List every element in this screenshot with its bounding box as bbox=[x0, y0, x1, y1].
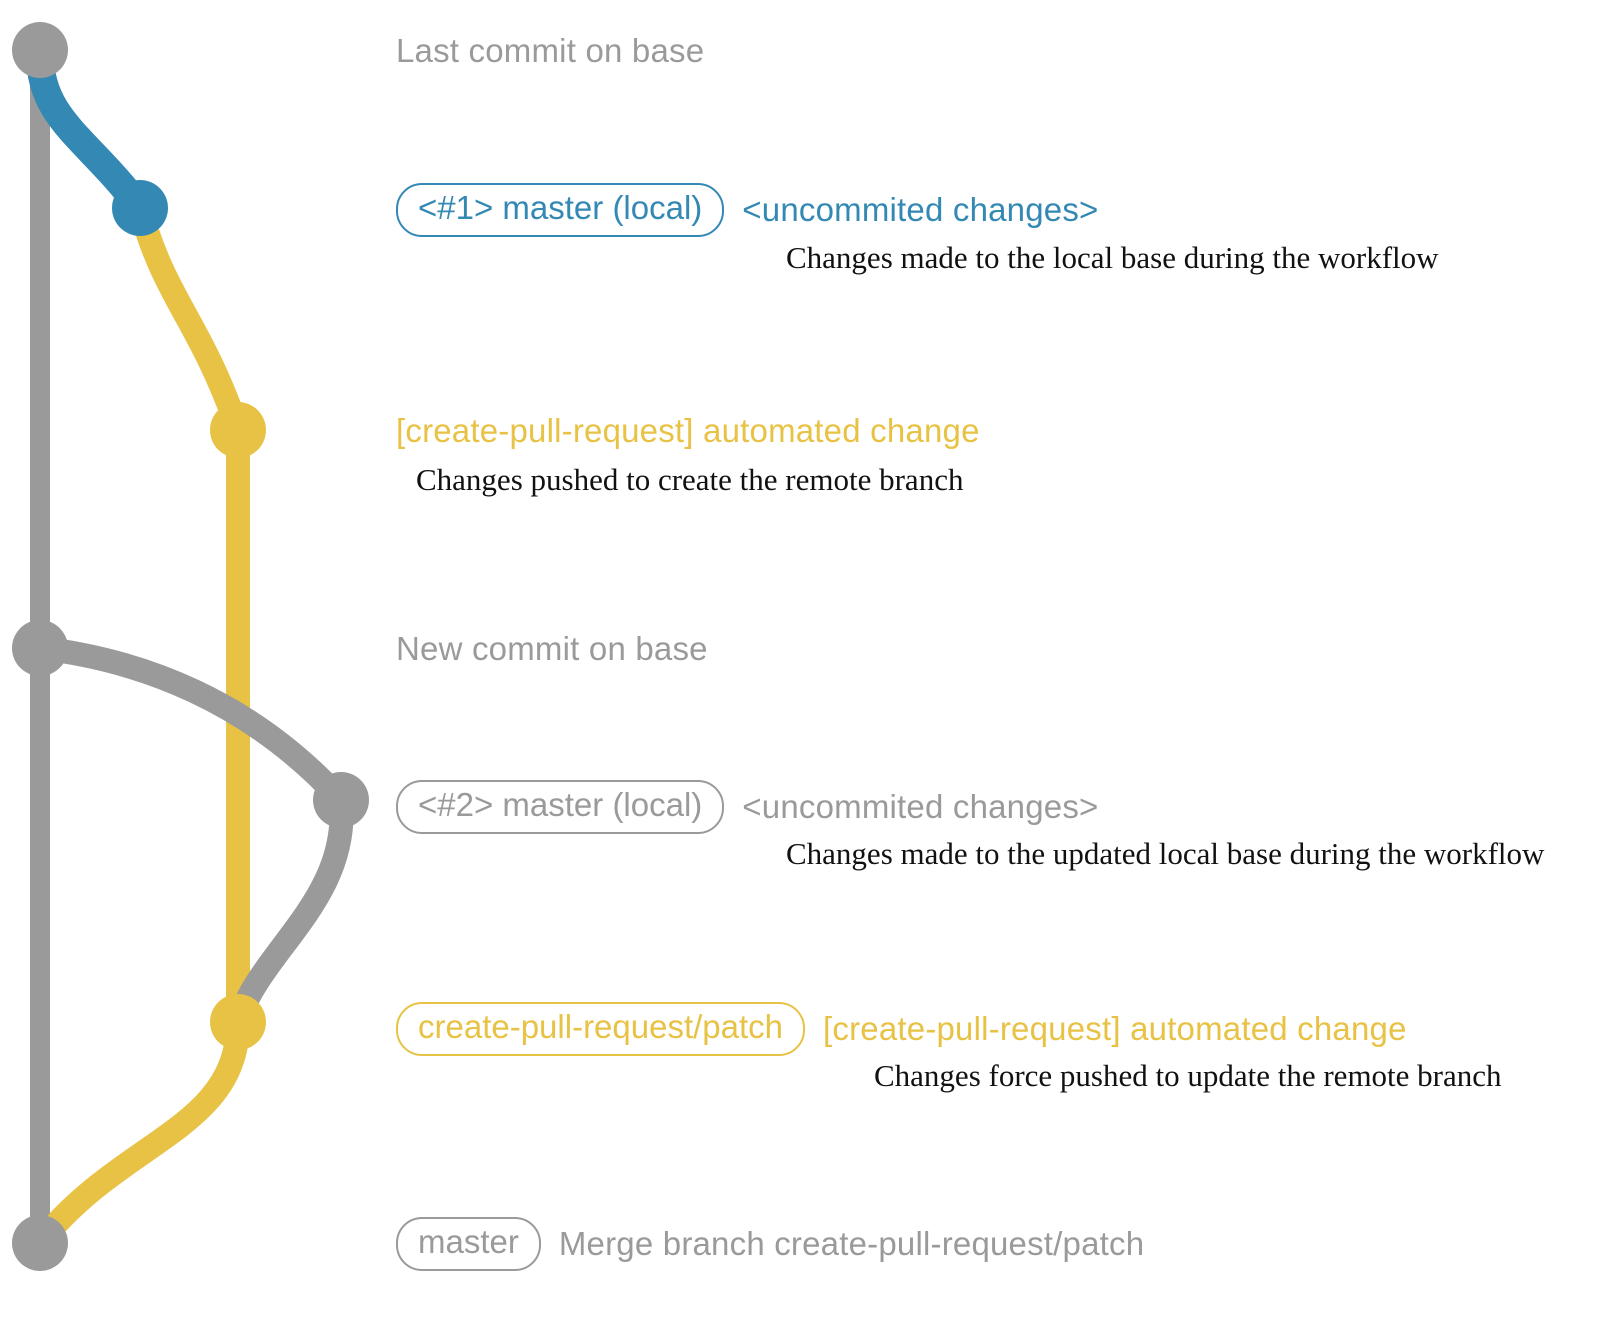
entry-description-automated-change-1: Changes pushed to create the remote bran… bbox=[416, 462, 964, 497]
commit-message: [create-pull-request] automated change bbox=[823, 1009, 1407, 1047]
commit-node-master-local-2[interactable] bbox=[313, 772, 369, 828]
commit-node-merge-commit[interactable] bbox=[12, 1215, 68, 1271]
commit-message: [create-pull-request] automated change bbox=[396, 412, 980, 449]
yellow-merge-line bbox=[28, 1010, 250, 1255]
gray-branch-line-out bbox=[28, 636, 353, 812]
commit-message: Merge branch create-pull-request/patch bbox=[558, 1224, 1145, 1262]
entry-last-commit-on-base: Last commit on base bbox=[396, 32, 704, 70]
ref-badge-master[interactable]: master bbox=[396, 1217, 541, 1271]
entry-automated-change-2: create-pull-request/patch [create-pull-r… bbox=[396, 1002, 1407, 1056]
commit-node-master-local-1[interactable] bbox=[112, 180, 168, 236]
entry-merge-commit: master Merge branch create-pull-request/… bbox=[396, 1217, 1144, 1271]
entry-master-local-1: <#1> master (local) <uncommited changes> bbox=[396, 183, 1099, 237]
ref-badge-master-local-2[interactable]: <#2> master (local) bbox=[396, 780, 725, 834]
gray-branch-line-in bbox=[226, 788, 354, 1034]
commit-message: New commit on base bbox=[396, 630, 708, 667]
entry-master-local-2: <#2> master (local) <uncommited changes> bbox=[396, 780, 1099, 834]
commit-message: <uncommited changes> bbox=[742, 190, 1099, 228]
commit-node-new-commit-on-base[interactable] bbox=[12, 620, 68, 676]
ref-badge-master-local-1[interactable]: <#1> master (local) bbox=[396, 183, 725, 237]
entry-description-automated-change-2: Changes force pushed to update the remot… bbox=[874, 1058, 1502, 1093]
commit-message: Last commit on base bbox=[396, 32, 705, 69]
entry-new-commit-on-base: New commit on base bbox=[396, 630, 708, 668]
commit-node-last-commit-on-base[interactable] bbox=[12, 22, 68, 78]
commit-graph-canvas bbox=[12, 22, 369, 1271]
entry-description-master-local-1: Changes made to the local base during th… bbox=[786, 240, 1439, 275]
entry-description-master-local-2: Changes made to the updated local base d… bbox=[786, 836, 1545, 871]
ref-badge-create-pull-request-patch[interactable]: create-pull-request/patch bbox=[396, 1002, 806, 1056]
commit-node-automated-change-1[interactable] bbox=[210, 402, 266, 458]
commit-node-automated-change-2[interactable] bbox=[210, 994, 266, 1050]
entry-automated-change-1: [create-pull-request] automated change bbox=[396, 412, 980, 450]
commit-message: <uncommited changes> bbox=[742, 787, 1099, 825]
yellow-branch-line-1 bbox=[128, 196, 250, 442]
